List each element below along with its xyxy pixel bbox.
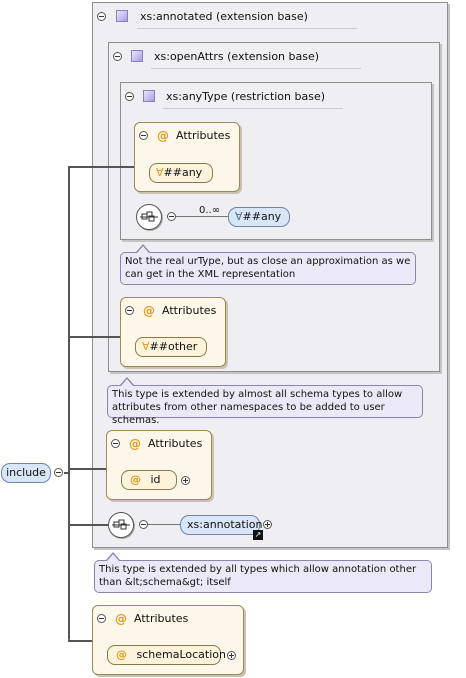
openattrs-attributes-box: @ Attributes ∀##other [120,297,226,367]
any-attribute-label: ##any [163,166,203,179]
include-element[interactable]: include [1,463,51,483]
attribute-icon: @ [130,473,141,486]
attribute-icon: @ [157,129,169,143]
openattrs-note: This type is extended by almost all sche… [107,385,423,426]
other-attribute[interactable]: ∀##other [135,337,207,357]
attribute-icon: @ [116,648,127,661]
annotation-label: xs:annotation [187,518,263,531]
connector-line [148,524,180,525]
note-pointer-fill [107,554,119,561]
anytype-note: Not the real urType, but as close an app… [120,252,416,285]
include-attributes-box: @ Attributes @ schemaLocation [92,605,244,675]
collapse-icon[interactable] [139,131,148,140]
connector-line [68,336,120,338]
connector-trunk [68,166,70,640]
any-element-label: ##any [242,210,282,223]
attributes-title: Attributes [134,612,189,625]
divider [151,68,361,69]
other-attribute-label: ##other [149,340,198,353]
connector-line [68,468,106,470]
connector-line [68,640,92,642]
attributes-title: Attributes [176,129,231,142]
complex-type-icon [131,50,143,62]
annotation-element[interactable]: xs:annotation [180,515,263,535]
complex-type-icon [116,10,128,22]
complex-type-icon [143,90,155,102]
schemalocation-attribute[interactable]: @ schemaLocation [107,645,226,665]
connector-line [68,524,108,526]
anytype-title: xs:anyType (restriction base) [166,90,326,103]
sequence-icon[interactable] [108,512,134,538]
wildcard-icon: ∀ [142,340,150,353]
collapse-icon[interactable] [125,92,134,101]
id-attribute[interactable]: @ id [121,470,177,490]
annotated-title: xs:annotated (extension base) [140,10,308,23]
collapse-icon[interactable] [113,52,122,61]
connector-line [64,472,70,474]
annotated-note: This type is extended by all types which… [94,560,432,593]
attribute-icon: @ [129,437,141,451]
collapse-icon[interactable] [139,520,148,529]
attributes-title: Attributes [148,437,203,450]
collapse-icon[interactable] [97,12,106,21]
connector-line [68,166,134,168]
collapse-icon[interactable] [111,439,120,448]
any-attribute[interactable]: ∀##any [149,163,213,183]
collapse-icon[interactable] [125,306,134,315]
attribute-icon: @ [143,304,155,318]
divider [137,28,357,29]
expand-icon[interactable] [227,651,236,660]
id-attribute-label: id [150,473,161,486]
note-pointer-fill [137,246,149,253]
wildcard-icon: ∀ [156,166,164,179]
attribute-icon: @ [115,612,127,626]
wildcard-icon: ∀ [235,210,243,223]
expand-icon[interactable] [181,476,190,485]
divider [163,108,343,109]
include-label: include [6,466,46,479]
occurrence-label: 0..∞ [199,205,221,216]
openattrs-title: xs:openAttrs (extension base) [154,50,320,63]
collapse-icon[interactable] [54,468,63,477]
expand-icon[interactable] [263,520,272,529]
connector-line [176,216,228,217]
anytype-attributes-box: @ Attributes ∀##any [134,122,240,192]
note-pointer-fill [121,379,133,386]
annotated-attributes-box: @ Attributes @ id [106,430,212,500]
reference-arrow-icon: ↗ [253,530,263,540]
attributes-title: Attributes [162,304,217,317]
collapse-icon[interactable] [167,212,176,221]
collapse-icon[interactable] [97,614,106,623]
any-element[interactable]: ∀##any [228,207,290,227]
sequence-icon[interactable] [136,204,162,230]
schemalocation-label: schemaLocation [136,648,227,661]
